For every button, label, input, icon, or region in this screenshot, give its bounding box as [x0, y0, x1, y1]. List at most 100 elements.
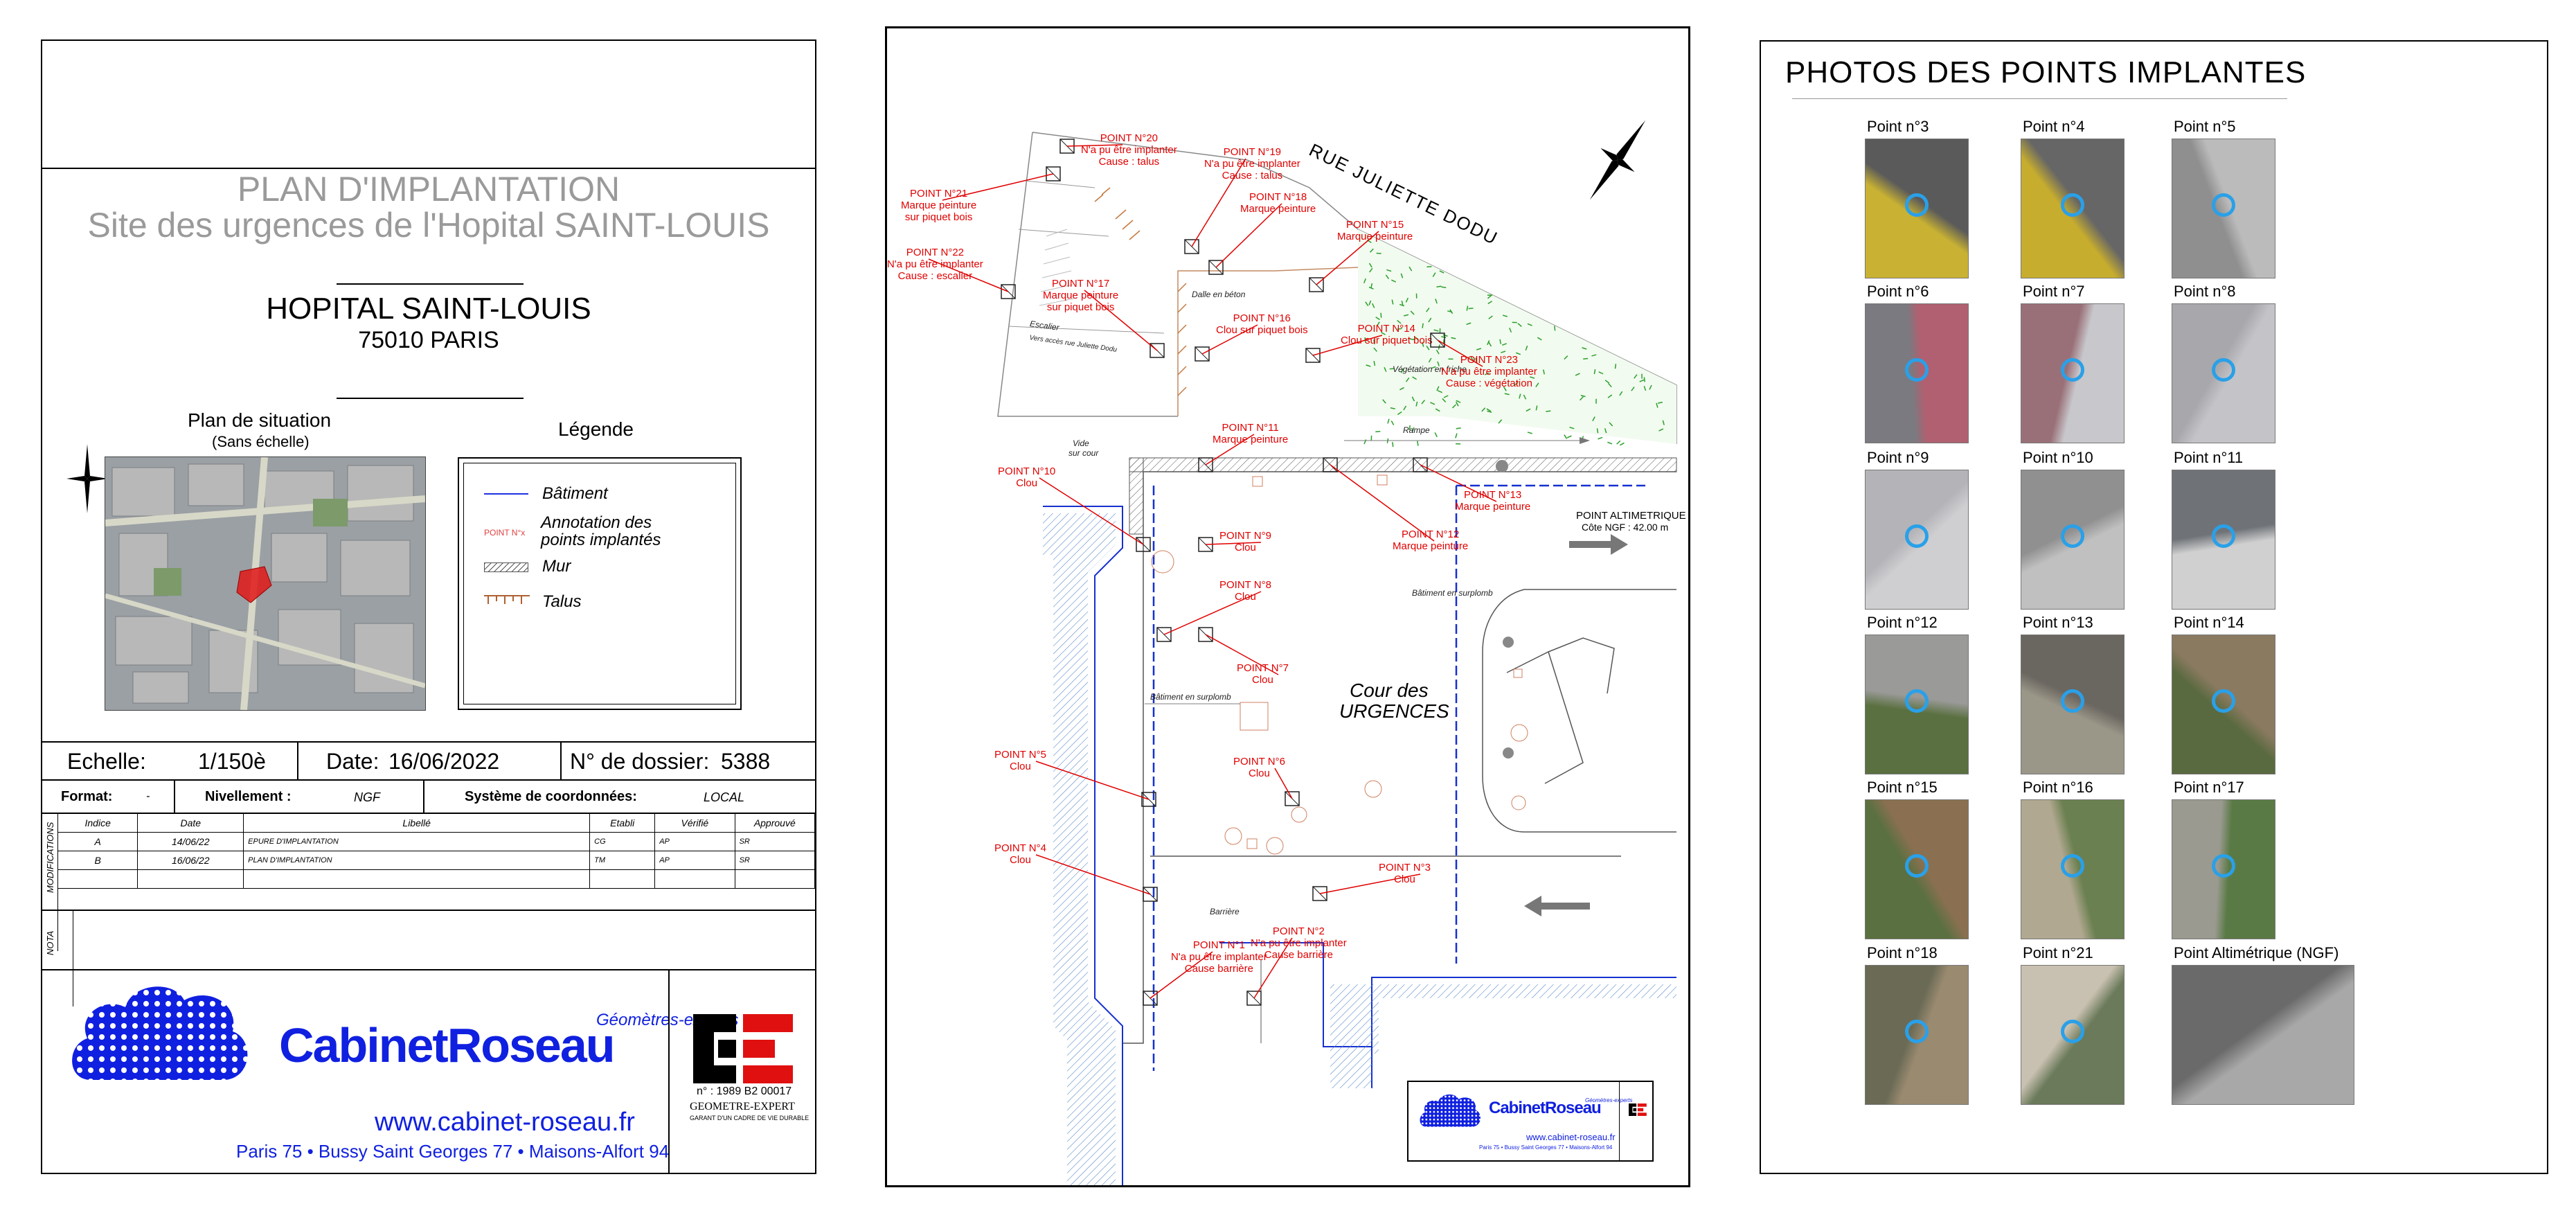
point-description: Clou [1010, 761, 1031, 772]
vegetation-stroke [1487, 294, 1492, 299]
vegetation-stroke [1525, 345, 1528, 351]
paint-mark-icon [2061, 524, 2084, 548]
vegetation-stroke [1643, 377, 1646, 382]
photo-caption: Point n°16 [2023, 779, 2093, 796]
vegetation-stroke [1466, 322, 1472, 326]
table-cell: AP [654, 832, 735, 851]
vegetation-stroke [1451, 337, 1456, 339]
vegetation-stroke [1415, 401, 1418, 407]
vegetation-stroke [1399, 303, 1405, 307]
point-photo-image [2021, 470, 2125, 610]
vegetation-stroke [1535, 382, 1539, 387]
vegetation-stroke [1397, 411, 1402, 416]
mini-offices: Paris 75 • Bussy Saint Georges 77 • Mais… [1479, 1144, 1613, 1151]
photo-caption: Point n°10 [2023, 449, 2093, 466]
vegetation-stroke [1397, 319, 1402, 324]
photo-caption: Point n°17 [2174, 779, 2244, 796]
vegetation-stroke [1366, 364, 1371, 367]
vegetation-stroke [1434, 432, 1438, 438]
vegetation-stroke [1569, 426, 1575, 429]
vegetation-stroke [1438, 390, 1443, 393]
vegetation-stroke [1593, 369, 1596, 375]
vegetation-stroke [1527, 432, 1532, 434]
vegetation-stroke [1391, 299, 1394, 305]
table-cell [589, 869, 656, 889]
paint-mark-icon [2212, 193, 2235, 217]
table-cell: B [58, 851, 138, 870]
vegetation-stroke [1476, 348, 1482, 351]
note-vide-1: Vide [1073, 438, 1089, 448]
vegetation-stroke [1412, 376, 1417, 380]
paint-mark-icon [2061, 193, 2084, 217]
point-name: POINT N°16 [1233, 312, 1291, 324]
paint-mark-icon [1905, 358, 1929, 382]
paint-mark-icon [1905, 1020, 1929, 1043]
vegetation-stroke [1443, 395, 1449, 398]
courtyard-label-1: Cour des [1350, 680, 1429, 701]
point-name: POINT N°4 [994, 842, 1046, 854]
point-marker [1305, 348, 1321, 363]
vegetation-stroke [1591, 354, 1597, 357]
dossier-value: 5388 [721, 749, 771, 774]
point-description: Cause barrière [1184, 963, 1253, 975]
vegetation-stroke [1387, 418, 1390, 424]
mini-website[interactable]: www.cabinet-roseau.fr [1526, 1132, 1616, 1142]
point-description: Cause barrière [1264, 949, 1333, 961]
leader-line [1205, 542, 1262, 545]
vegetation-stroke [1400, 368, 1404, 373]
vegetation-stroke [1436, 386, 1440, 391]
point-photo-image [2172, 635, 2275, 774]
point-name: POINT N°1 [1192, 939, 1245, 951]
vegetation-stroke [1397, 328, 1402, 330]
legend-building-label: Bâtiment [542, 484, 608, 503]
table-cell [735, 869, 816, 889]
title-block-sheet: PLAN D'IMPLANTATION Site des urgences de… [0, 0, 858, 1215]
photo-caption: Point Altimétrique (NGF) [2174, 944, 2339, 961]
divider [297, 741, 298, 779]
point-name: POINT N°18 [1249, 191, 1307, 203]
point-description: Marque peinture [1213, 434, 1289, 445]
vegetation-stroke [1363, 278, 1366, 283]
vegetation-stroke [1542, 369, 1545, 375]
point-marker [1208, 260, 1224, 275]
site-city: 75010 PARIS [358, 327, 499, 353]
legend-annotation-label: Annotation des points implantés [541, 513, 661, 549]
point-name: POINT N°6 [1233, 756, 1285, 768]
point-marker [1195, 346, 1210, 362]
format-label: Format: [61, 789, 113, 804]
leader-line [1191, 158, 1246, 247]
vegetation-stroke [1436, 285, 1442, 288]
vegetation-stroke [1365, 301, 1369, 306]
situation-map-image [105, 456, 426, 711]
leader-line [1035, 761, 1150, 800]
point-description: N'a pu être implanter [1251, 937, 1347, 949]
vegetation-stroke [1373, 360, 1376, 366]
scale-label: Echelle: [67, 749, 146, 774]
vegetation-stroke [1519, 393, 1521, 399]
vegetation-stroke [1598, 436, 1603, 440]
leader-line [1253, 937, 1293, 999]
company-offices: Paris 75 • Bussy Saint Georges 77 • Mais… [236, 1141, 670, 1162]
table-cell: CG [589, 832, 656, 851]
point-marker [1156, 627, 1172, 642]
vegetation-stroke [1604, 380, 1610, 384]
vegetation-stroke [1498, 419, 1503, 424]
paint-mark-icon [2061, 358, 2084, 382]
altimetric-title: POINT ALTIMETRIQUE [1576, 510, 1686, 522]
company-website[interactable]: www.cabinet-roseau.fr [375, 1108, 635, 1137]
photo-caption: Point n°7 [2023, 283, 2085, 300]
vegetation-stroke [1535, 405, 1538, 411]
point-name: POINT N°23 [1460, 354, 1518, 366]
point-photo-image [1865, 303, 1969, 443]
vegetation-stroke [1451, 404, 1456, 409]
note-vide-2: sur cour [1068, 448, 1099, 458]
point-name: POINT N°20 [1100, 132, 1158, 144]
vegetation-stroke [1657, 401, 1663, 404]
table-cell: PLAN D'IMPLANTATION [243, 851, 591, 870]
vegetation-stroke [1422, 342, 1424, 347]
